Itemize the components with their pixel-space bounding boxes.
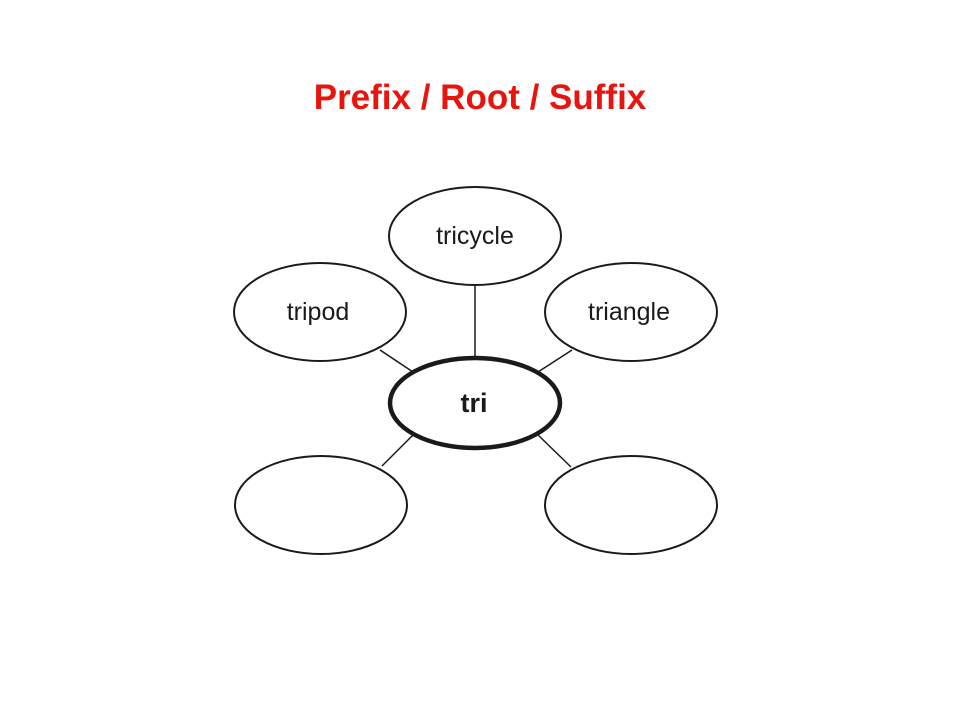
- node-upper-right: triangle: [544, 262, 718, 362]
- node-upper-left: tripod: [233, 262, 407, 362]
- node-center-label: tri: [461, 388, 488, 418]
- node-lower-right: [544, 455, 718, 555]
- node-upper-left-label: tripod: [287, 298, 350, 326]
- connector-line-lower-left: [381, 432, 416, 467]
- connector-line-upper-right: [537, 349, 573, 373]
- node-center: tri: [387, 355, 563, 451]
- node-top-label: tricycle: [436, 222, 514, 250]
- node-upper-right-label: triangle: [588, 298, 670, 326]
- node-top: tricycle: [388, 186, 562, 286]
- connector-line-lower-right: [535, 432, 572, 468]
- page-title: Prefix / Root / Suffix: [313, 78, 647, 117]
- connector-line-upper-left: [379, 349, 414, 373]
- node-lower-left: [234, 455, 408, 555]
